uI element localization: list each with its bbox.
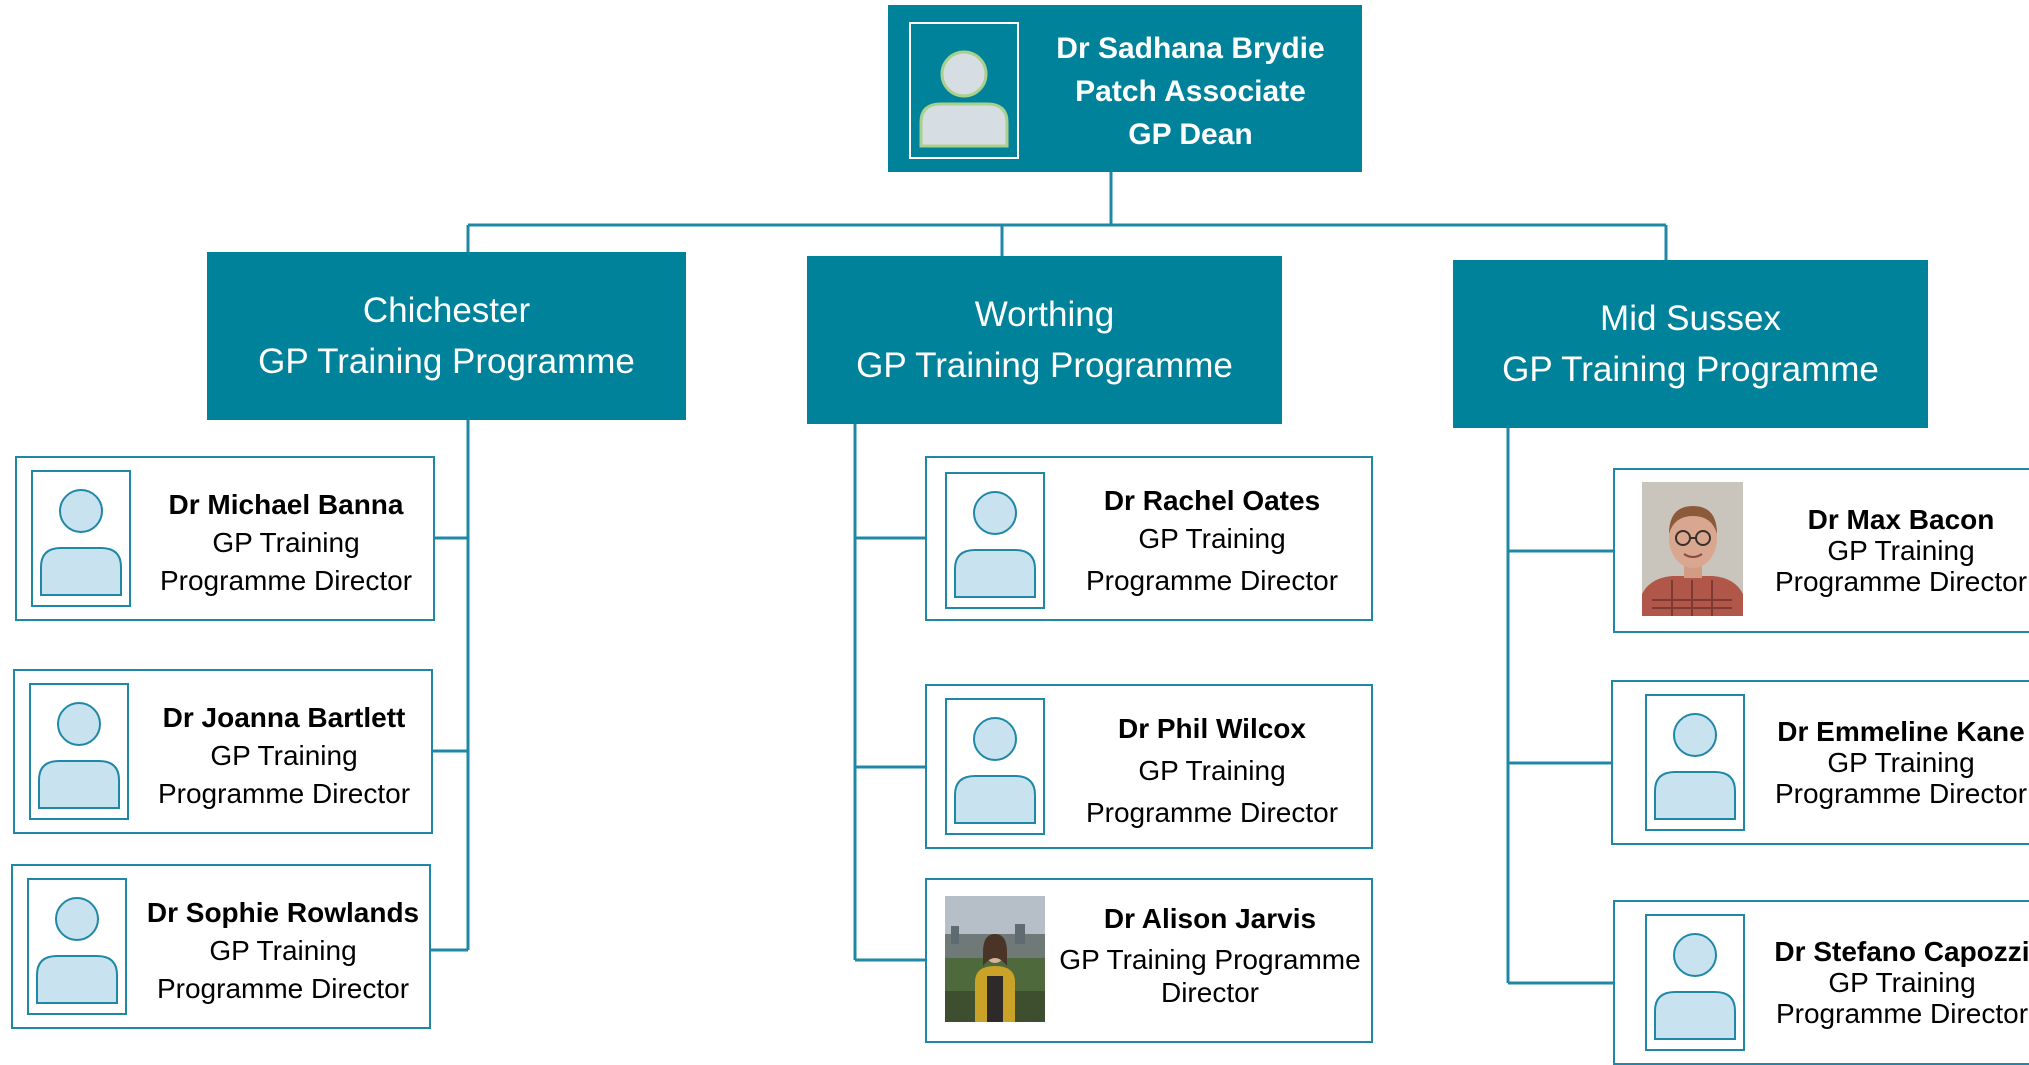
person-role: Programme Director xyxy=(159,565,413,596)
person-text: Dr Phil Wilcox GP Training Programme Dir… xyxy=(1067,708,1357,834)
person-card: Dr Alison Jarvis GP Training Programme D… xyxy=(925,878,1373,1043)
avatar xyxy=(31,470,131,607)
person-text: Dr Emmeline Kane GP Training Programme D… xyxy=(1760,716,2029,809)
avatar xyxy=(27,878,127,1015)
person-silhouette-icon xyxy=(1654,713,1736,820)
avatar xyxy=(1645,694,1745,831)
avatar xyxy=(945,472,1045,609)
person-role: GP Training Programme xyxy=(1059,944,1361,975)
person-role: GP Training xyxy=(1138,523,1286,554)
programme-name: Chichester xyxy=(362,291,531,330)
person-photo-image xyxy=(945,896,1045,1022)
person-text: Dr Alison Jarvis GP Training Programme D… xyxy=(1049,902,1371,1009)
programme-subtitle: GP Training Programme xyxy=(258,342,635,381)
person-card: Dr Michael Banna GP Training Programme D… xyxy=(15,456,435,621)
person-role: GP Training xyxy=(209,935,357,966)
person-role: Programme Director xyxy=(157,778,411,809)
programme-box-worthing: Worthing GP Training Programme xyxy=(807,256,1282,424)
programme-name: Mid Sussex xyxy=(1600,299,1781,338)
avatar xyxy=(945,698,1045,835)
programme-subtitle: GP Training Programme xyxy=(856,346,1233,385)
person-card: Dr Emmeline Kane GP Training Programme D… xyxy=(1611,680,2029,845)
person-card: Dr Phil Wilcox GP Training Programme Dir… xyxy=(925,684,1373,849)
person-text: Dr Rachel Oates GP Training Programme Di… xyxy=(1067,482,1357,600)
person-card: Dr Joanna Bartlett GP Training Programme… xyxy=(13,669,433,834)
person-role: Programme Director xyxy=(1085,797,1339,828)
programme-name: Worthing xyxy=(974,295,1115,334)
person-name: Dr Michael Banna xyxy=(168,489,404,520)
person-silhouette-icon xyxy=(1654,933,1736,1040)
person-name: Dr Stefano Capozzi xyxy=(1774,936,2029,967)
programme-box-chichester: Chichester GP Training Programme xyxy=(207,252,686,420)
person-photo xyxy=(1642,482,1743,616)
head-text: Dr Sadhana Brydie Patch Associate GP Dea… xyxy=(1028,27,1353,156)
person-card: Dr Max Bacon GP Training Programme Direc… xyxy=(1613,468,2029,633)
person-role: Programme Director xyxy=(1774,566,2028,597)
person-photo xyxy=(945,896,1045,1022)
head-name: Dr Sadhana Brydie xyxy=(1056,32,1325,65)
person-text: Dr Michael Banna GP Training Programme D… xyxy=(141,486,431,600)
programme-subtitle: GP Training Programme xyxy=(1502,350,1879,389)
person-name: Dr Joanna Bartlett xyxy=(162,702,406,733)
person-text: Dr Max Bacon GP Training Programme Direc… xyxy=(1760,504,2029,597)
head-role: Patch Associate xyxy=(1075,75,1306,108)
person-role: Programme Director xyxy=(1085,565,1339,596)
person-name: Dr Max Bacon xyxy=(1807,504,1995,535)
person-role: GP Training xyxy=(210,740,358,771)
person-role: GP Training xyxy=(212,527,360,558)
person-text: Dr Stefano Capozzi GP Training Programme… xyxy=(1760,936,2029,1029)
person-role: GP Training xyxy=(1827,535,1975,566)
head-card: Dr Sadhana Brydie Patch Associate GP Dea… xyxy=(888,5,1362,172)
person-card: Dr Stefano Capozzi GP Training Programme… xyxy=(1613,900,2029,1065)
person-silhouette-icon xyxy=(38,702,120,809)
person-text: Dr Sophie Rowlands GP Training Programme… xyxy=(133,894,433,1008)
person-role: Programme Director xyxy=(1774,778,2028,809)
person-role: Director xyxy=(1160,977,1259,1008)
person-role: GP Training xyxy=(1138,755,1286,786)
person-name: Dr Phil Wilcox xyxy=(1117,713,1306,744)
person-name: Dr Sophie Rowlands xyxy=(146,897,420,928)
person-role: GP Training xyxy=(1828,967,1976,998)
person-role: GP Training xyxy=(1827,747,1975,778)
avatar xyxy=(29,683,129,820)
programme-box-mid-sussex: Mid Sussex GP Training Programme xyxy=(1453,260,1928,428)
head-avatar xyxy=(909,22,1019,159)
person-silhouette-icon xyxy=(954,491,1036,598)
person-silhouette-icon xyxy=(40,489,122,596)
person-card: Dr Sophie Rowlands GP Training Programme… xyxy=(11,864,431,1029)
person-name: Dr Emmeline Kane xyxy=(1777,716,2025,747)
person-name: Dr Alison Jarvis xyxy=(1103,903,1317,934)
person-card: Dr Rachel Oates GP Training Programme Di… xyxy=(925,456,1373,621)
person-role: Programme Director xyxy=(1775,998,2029,1029)
person-text: Dr Joanna Bartlett GP Training Programme… xyxy=(139,699,429,813)
person-silhouette-icon xyxy=(36,897,118,1004)
head-role: GP Dean xyxy=(1128,118,1253,151)
person-role: Programme Director xyxy=(156,973,410,1004)
avatar xyxy=(1645,914,1745,1051)
person-photo-image xyxy=(1642,482,1743,616)
person-silhouette-icon xyxy=(919,50,1009,148)
person-silhouette-icon xyxy=(954,717,1036,824)
person-name: Dr Rachel Oates xyxy=(1103,485,1321,516)
